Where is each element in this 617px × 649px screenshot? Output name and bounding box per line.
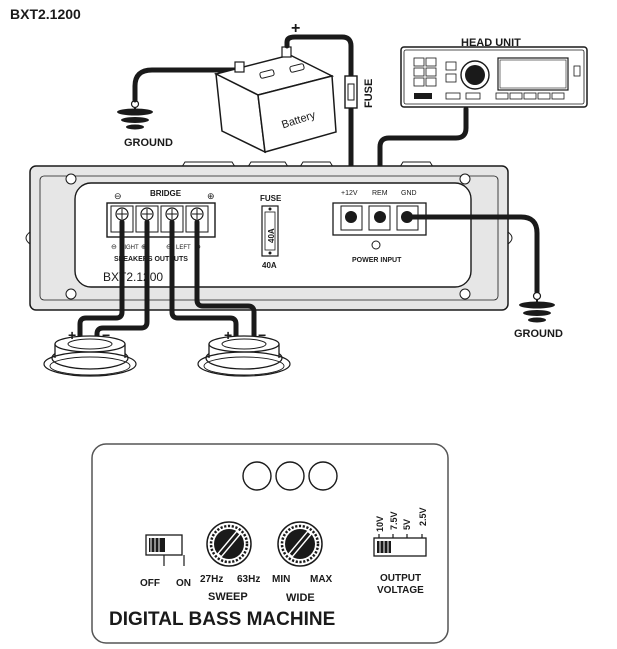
wide-knob[interactable] (277, 521, 323, 567)
inline-fuse (344, 75, 358, 109)
ground-symbol-left (117, 99, 153, 130)
sweep-label: SWEEP (208, 591, 248, 603)
sweep-max-label: 63Hz (237, 574, 260, 585)
battery-positive-sign: + (291, 20, 300, 37)
bridge-minus: ⊖ (114, 191, 122, 201)
speaker-left-minus: − (102, 327, 110, 343)
output-voltage-2-5v: 2.5V (418, 507, 428, 526)
spk-right-plus: ⊕ (141, 244, 147, 251)
power-terminal-rem: REM (372, 190, 388, 197)
head-unit-title: HEAD UNIT (461, 37, 521, 49)
sweep-knob[interactable] (206, 521, 252, 567)
output-voltage-7-5v: 7.5V (389, 511, 399, 530)
power-input-label: POWER INPUT (352, 257, 402, 264)
ground-label-right: GROUND (514, 328, 563, 340)
spk-left-minus: ⊖ (166, 244, 172, 251)
speaker-left-plus: + (68, 327, 76, 343)
wide-label: WIDE (286, 592, 315, 604)
wide-min-label: MIN (272, 574, 290, 585)
amp-fuse-rating: 40A (262, 261, 277, 270)
power-terminal-12v: +12V (341, 190, 358, 197)
head-unit (400, 46, 588, 108)
ground-symbol-right (519, 291, 555, 323)
output-voltage-5v: 5V (402, 519, 412, 530)
amp-fuse (261, 205, 279, 257)
battery (213, 46, 337, 154)
inline-fuse-label: FUSE (363, 79, 375, 108)
spk-right-label: RIGHT (120, 245, 139, 251)
bridge-plus: ⊕ (207, 191, 215, 201)
amp-fuse-label: FUSE (260, 194, 282, 203)
output-voltage-label-2: VOLTAGE (377, 585, 424, 596)
output-voltage-label-1: OUTPUT (380, 573, 421, 584)
speaker-left (43, 335, 137, 377)
amplifier-model-label: BXT2.1200 (103, 270, 163, 284)
power-input-block (332, 202, 427, 250)
wide-max-label: MAX (310, 574, 333, 585)
power-terminal-gnd: GND (401, 190, 417, 197)
remote-panel-title: DIGITAL BASS MACHINE (109, 609, 335, 630)
power-switch[interactable] (145, 534, 185, 566)
speaker-right-minus: − (258, 327, 266, 343)
switch-off-label: OFF (140, 578, 160, 589)
spk-left-label: LEFT (176, 245, 191, 251)
remote-panel (91, 443, 449, 644)
speaker-right-plus: + (224, 327, 232, 343)
switch-on-label: ON (176, 578, 191, 589)
amp-fuse-value: 40A (267, 228, 276, 243)
output-voltage-10v: 10V (375, 516, 385, 532)
sweep-min-label: 27Hz (200, 574, 223, 585)
speaker-right (197, 335, 291, 377)
speaker-wires (77, 219, 257, 343)
spk-right-minus: ⊖ (111, 244, 117, 251)
output-voltage-selector[interactable] (373, 534, 427, 557)
bridge-label: BRIDGE (150, 189, 182, 198)
ground-label-left: GROUND (124, 137, 173, 149)
model-title: BXT2.1200 (10, 6, 81, 22)
speaker-outputs-label: SPEAKERS OUTPUTS (114, 256, 188, 263)
